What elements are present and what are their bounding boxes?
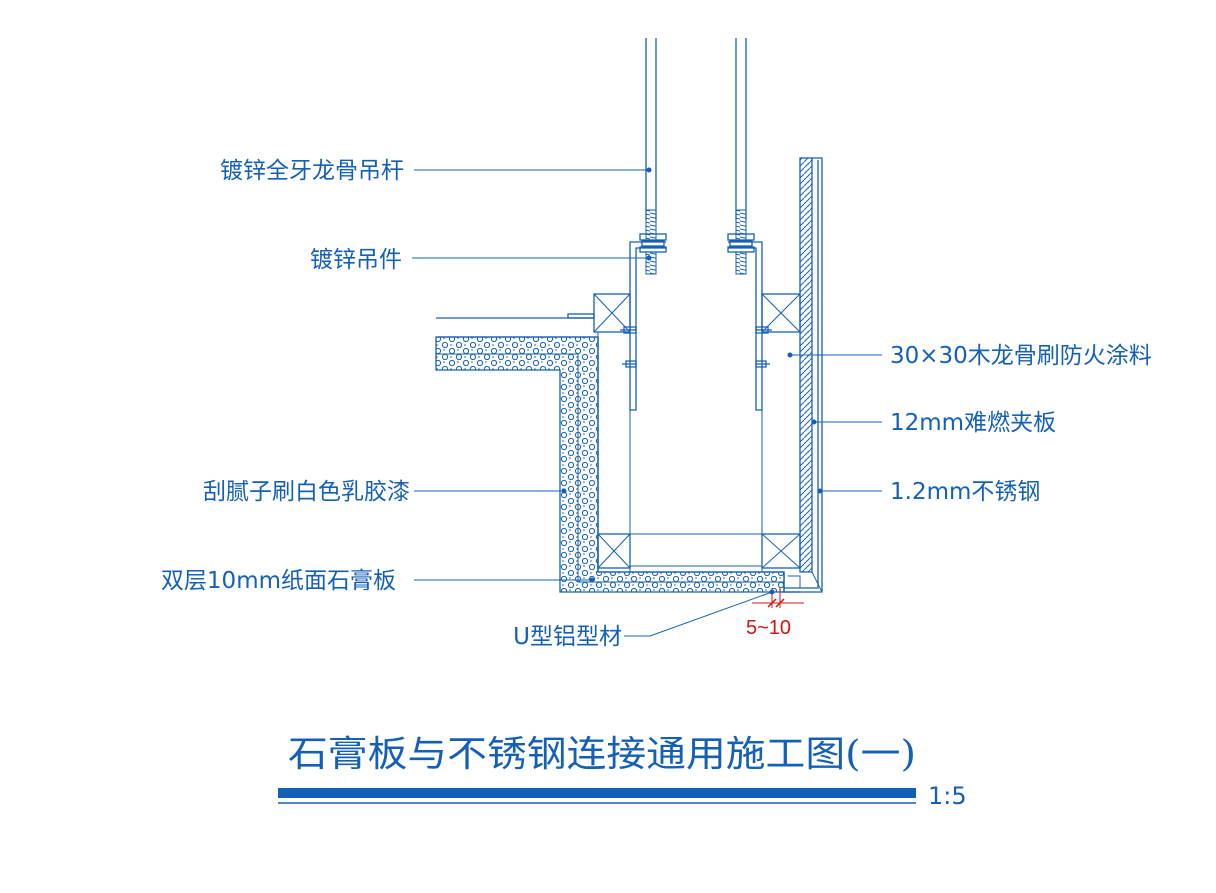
dimension-text: 5~10 (746, 617, 791, 639)
drawing-scale: 1:5 (928, 782, 967, 810)
label-wood-batten: 30×30木龙骨刷防火涂料 (890, 343, 1152, 369)
stainless-steel-cladding (782, 157, 823, 593)
label-hanger: 镀锌吊件 (310, 247, 402, 273)
label-stainless-steel: 1.2mm不锈钢 (890, 479, 1040, 505)
label-u-channel: U型铝型材 (513, 624, 622, 650)
screws (620, 326, 772, 368)
u-channel (783, 572, 801, 593)
hanger-rod-left (645, 38, 657, 275)
inner-box-lines (597, 332, 763, 572)
drawing-title: 石膏板与不锈钢连接通用施工图(一) (288, 734, 916, 775)
label-plywood: 12mm难燃夹板 (890, 410, 1056, 436)
plywood-panel (799, 157, 813, 573)
ceiling-board-left (436, 313, 595, 319)
wood-batten-lower-left (597, 533, 631, 569)
leader-lines (412, 167, 882, 637)
hanger-bracket-left (629, 233, 667, 411)
hanger-rod-right (735, 38, 747, 275)
label-hanger-rod: 镀锌全牙龙骨吊杆 (220, 158, 404, 184)
gypsum-board (435, 336, 785, 593)
wood-batten-lower-right (761, 533, 801, 569)
wood-batten-upper-right (761, 293, 801, 333)
hanger-bracket-right (727, 233, 763, 411)
label-gypsum-board: 双层10mm纸面石膏板 (161, 568, 396, 594)
label-putty-paint: 刮腻子刷白色乳胶漆 (203, 479, 410, 505)
wood-batten-upper-left (593, 293, 631, 333)
title-underline-thick (278, 788, 916, 798)
